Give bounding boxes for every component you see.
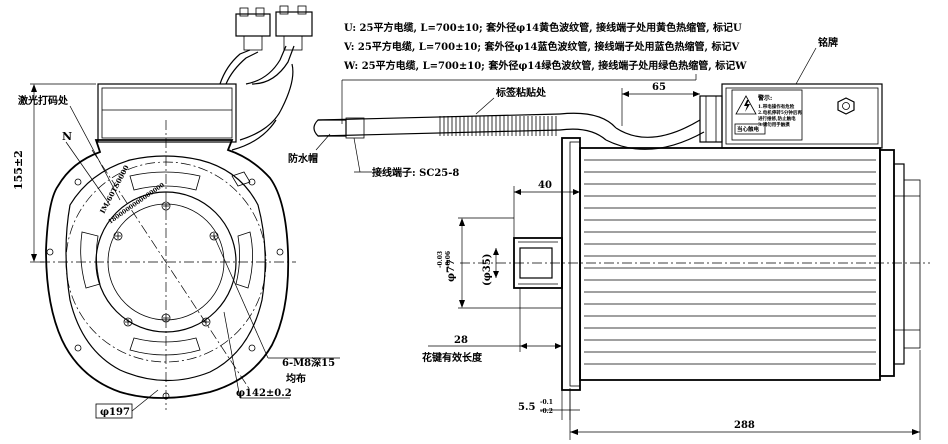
dim-len-5-5-tol-upper: -0.1 xyxy=(540,399,553,406)
side-view: 警示: 1.带电操作有危险 2.电机停转5分钟后再 进行维修,防止触电 3.请勿… xyxy=(288,36,930,440)
cable-gland xyxy=(699,95,723,143)
dim-len-28: 28 xyxy=(454,335,468,346)
flange-pocket-right xyxy=(235,231,253,289)
warning-line-4: 3.请勿用手触摸 xyxy=(758,121,790,128)
corrugated-tube xyxy=(439,116,557,136)
mounting-lugs xyxy=(46,178,284,400)
cable-note-u: U: 25平方电缆, L=700±10; 套外径φ14黄色波纹管, 接线端子处用… xyxy=(344,21,742,34)
end-view: 155±2 激光打码处 N IM-60TS0000 18000000000000… xyxy=(12,5,340,419)
dim-len-5-5-tol-lower: -0.2 xyxy=(540,408,553,415)
cable-notes: U: 25平方电缆, L=700±10; 套外径φ14黄色波纹管, 接线端子处用… xyxy=(343,21,747,72)
dim-len-65: 65 xyxy=(652,82,666,93)
dim-dia-197: φ197 xyxy=(100,407,130,418)
holes-note-2: 均布 xyxy=(286,372,306,385)
terminal-label: 接线端子: SC25-8 xyxy=(372,166,459,179)
dim-dia-77-tol-lower: -0.06 xyxy=(445,251,452,268)
dim-dia-142: φ142±0.2 xyxy=(236,388,292,399)
connector-right xyxy=(275,11,313,37)
warning-line-3: 进行维修,防止触电 xyxy=(758,115,796,122)
motor-body xyxy=(579,147,881,381)
holes-note-1: 6-M8深15 xyxy=(282,356,335,369)
cable-note-v: V: 25平方电缆, L=700±10; 套外径φ14蓝色波纹管, 接线端子处用… xyxy=(343,40,739,53)
connector-left xyxy=(235,13,271,37)
cooling-fins xyxy=(584,159,876,365)
dim-len-288: 288 xyxy=(734,420,755,431)
warning-label xyxy=(731,89,803,141)
warning-line-2: 2.电机停转5分钟后再 xyxy=(758,109,802,116)
warning-icon xyxy=(735,95,757,115)
screw-icon xyxy=(837,97,855,115)
dim-dia-77-tol-upper: -0.03 xyxy=(437,251,444,268)
dim-len-40: 40 xyxy=(538,180,552,191)
junction-box xyxy=(97,83,237,143)
warning-line-1: 1.带电操作有危险 xyxy=(758,103,795,110)
label-paste-label: 标签粘贴处 xyxy=(495,86,547,99)
flange-pocket-left xyxy=(80,231,101,289)
dust-cap xyxy=(313,119,347,137)
dim-height-155: 155±2 xyxy=(12,150,25,190)
cable-note-w: W: 25平方电缆, L=700±10; 套外径φ14绿色波纹管, 接线端子处用… xyxy=(343,59,747,72)
dim-len-5-5: 5.5 xyxy=(518,402,535,413)
flange-ring xyxy=(65,155,266,382)
dim-dia-77: φ77 xyxy=(446,259,457,282)
dust-cap-label: 防水帽 xyxy=(288,152,318,165)
front-flange xyxy=(561,137,581,391)
nameplate-label: 铭牌 xyxy=(818,36,838,49)
flange-pocket-bottom xyxy=(129,337,201,356)
laser-mark-label: 激光打码处 xyxy=(18,94,69,107)
warning-badge: 当心触电 xyxy=(737,125,760,133)
dim-dia-35: (φ35) xyxy=(482,254,493,286)
pole-n-label: N xyxy=(62,130,72,143)
spline-length-label: 花键有效长度 xyxy=(422,351,483,364)
housing-outline xyxy=(45,139,290,399)
flange-pocket-top xyxy=(129,171,201,191)
warning-title: 警示: xyxy=(757,94,772,102)
